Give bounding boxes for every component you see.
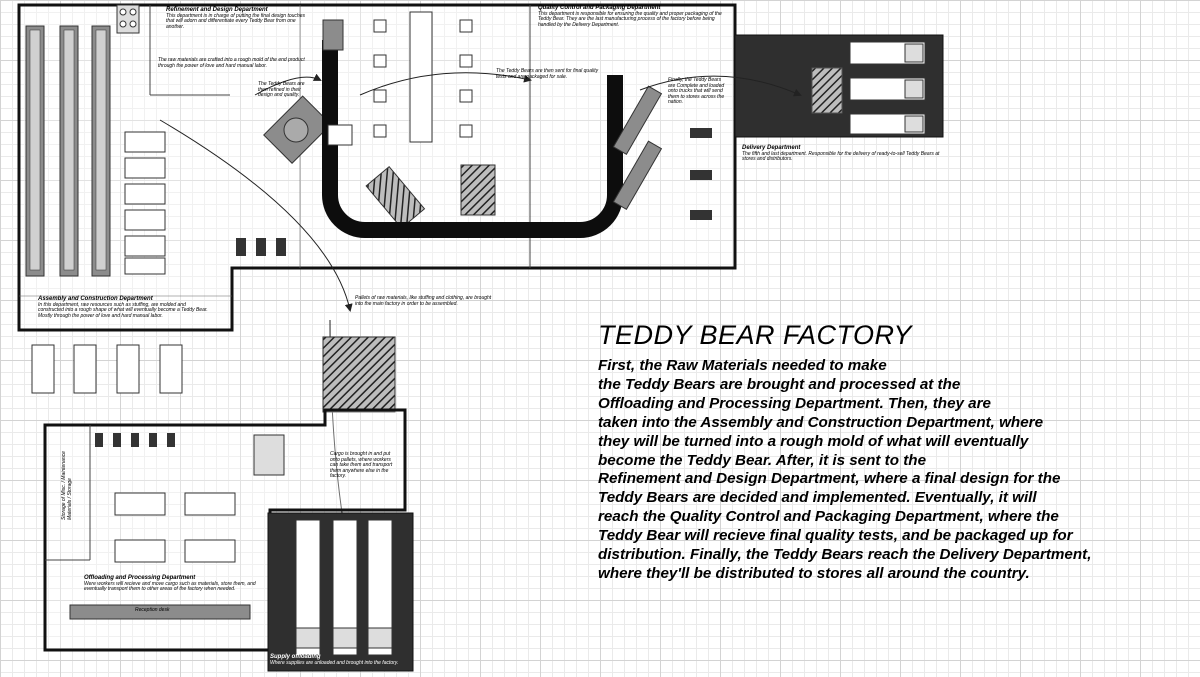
assembly-tables xyxy=(124,131,166,275)
note-reception: Reception desk xyxy=(135,607,170,613)
story-line: Offloading and Processing Department. Th… xyxy=(598,394,991,412)
story-line: where they'll be distributed to stores a… xyxy=(598,564,1030,582)
assembly-desc: In this department, raw resources such a… xyxy=(38,301,208,319)
assembly-name: Assembly and Construction Department xyxy=(38,296,153,302)
refinement-name: Refinement and Design Department xyxy=(166,7,268,13)
story-line: Teddy Bear will recieve final quality te… xyxy=(598,527,1073,545)
story-line: the Teddy Bears are brought and processe… xyxy=(598,375,961,393)
quality-desc: This department is responsible for ensur… xyxy=(538,10,722,28)
offloading-name: Offloading and Processing Department xyxy=(84,575,196,581)
page-title: TEDDY BEAR FACTORY xyxy=(598,320,913,350)
offloading-building xyxy=(43,408,407,652)
note-raw-crafted: The raw materials are crafted into a rou… xyxy=(158,57,305,69)
assembly-label: Assembly and Construction Department In … xyxy=(38,296,208,319)
story-line: become the Teddy Bear. After, it is sent… xyxy=(598,451,927,469)
story-line: Teddy Bears are decided and implemented.… xyxy=(598,489,1037,507)
note-sent-quality: The Teddy Bears are then sent for final … xyxy=(496,68,599,80)
story-line: reach the Quality Control and Packaging … xyxy=(598,508,1059,526)
supply-label: Supply offloading Where supplies are unl… xyxy=(270,654,420,666)
story-panel: TEDDY BEAR FACTORY First, the Raw Materi… xyxy=(598,320,1188,584)
refinement-label: Refinement and Design Department This de… xyxy=(166,7,311,30)
story-line: First, the Raw Materials needed to make xyxy=(598,357,887,374)
storage-boxes xyxy=(116,4,140,34)
note-cargo: Cargo is brought in and put onto pallets… xyxy=(330,451,393,480)
story-line: they will be turned into a rough mold of… xyxy=(598,432,1029,450)
main-conveyor-loop xyxy=(322,19,623,238)
flow-arrows xyxy=(159,72,802,561)
note-refined: The Teddy Bears are then refined in thei… xyxy=(258,81,305,99)
offloading-desc: Were workers will recieve and move cargo… xyxy=(84,580,256,593)
story-lines: First, the Raw Materials needed to make … xyxy=(598,357,1188,584)
packaging-machines xyxy=(612,85,663,210)
quality-name: Quality Control and Packaging Department xyxy=(538,5,661,11)
main-building xyxy=(17,3,737,332)
supply-name: Supply offloading xyxy=(270,654,321,660)
story-line: Refinement and Design Department, where … xyxy=(598,470,1061,488)
assembly-conveyors xyxy=(25,25,111,277)
note-pallets: Pallets of raw materials, like stuffing … xyxy=(355,295,492,307)
delivery-desc: The fifth and last department. Responsib… xyxy=(742,150,940,163)
story-line: distribution. Finally, the Teddy Bears r… xyxy=(598,546,1092,564)
story-line: taken into the Assembly and Construction… xyxy=(598,413,1044,431)
delivery-trucks xyxy=(690,128,712,220)
delivery-name: Delivery Department xyxy=(742,145,801,151)
supply-dock xyxy=(267,512,414,672)
forklift-icons xyxy=(236,238,286,256)
supply-desc: Where supplies are unloaded and brought … xyxy=(270,659,399,666)
refinement-desc: This department is in charge of putting … xyxy=(166,12,305,30)
refinement-machines xyxy=(263,95,426,229)
note-finally: Finally, the Teddy Bears are Complete an… xyxy=(668,77,725,106)
corridor xyxy=(322,336,396,413)
quality-label: Quality Control and Packaging Department… xyxy=(538,5,726,28)
note-storage: Storage of Misc. / Maintenance Materials… xyxy=(61,451,73,520)
offloading-label: Offloading and Processing Department Wer… xyxy=(84,575,256,593)
parked-trucks xyxy=(31,344,183,394)
delivery-dock xyxy=(734,34,944,138)
delivery-label: Delivery Department The fifth and last d… xyxy=(742,145,942,163)
